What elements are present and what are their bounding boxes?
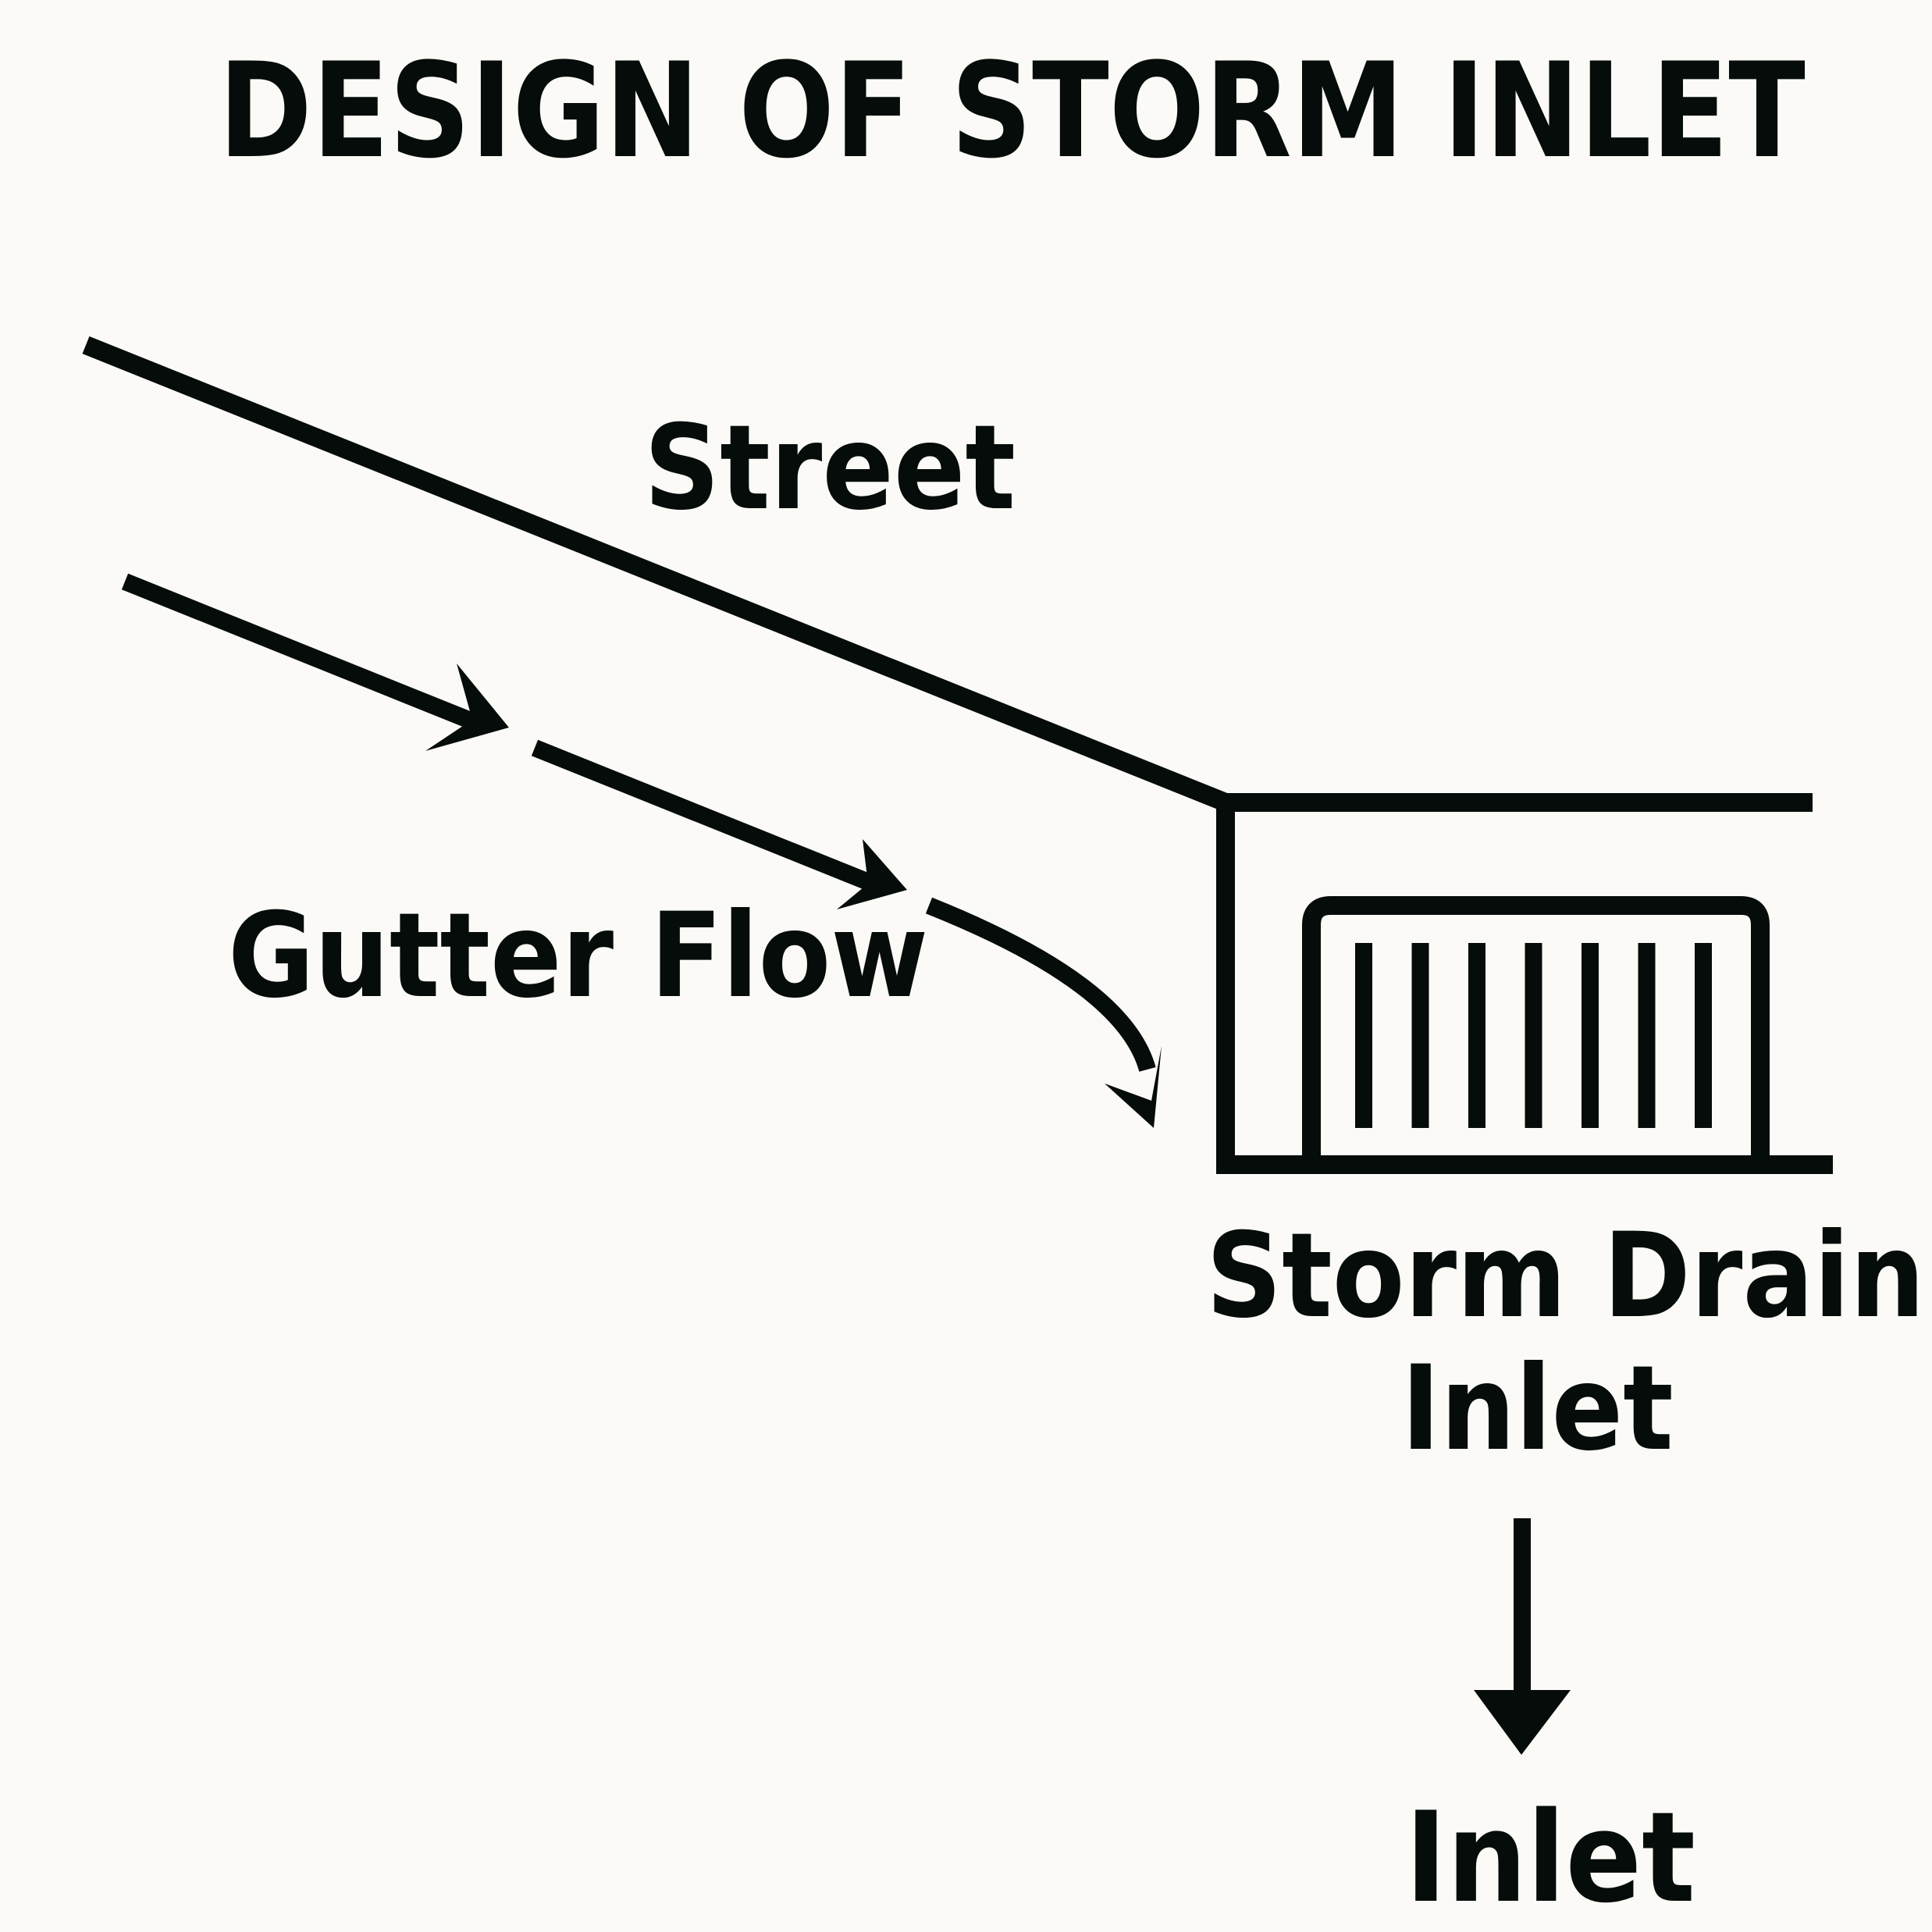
label-storm-drain: Storm Drain [1206, 1208, 1925, 1344]
gutter-flow-arrow-1 [121, 573, 509, 751]
grate-bar [1468, 943, 1485, 1128]
arrowhead-icon [837, 839, 907, 909]
grate-bar [1638, 943, 1656, 1128]
grate-bars [1355, 943, 1712, 1128]
grate-bar [1355, 943, 1372, 1128]
grate-bar [1411, 943, 1429, 1128]
arrow-down-icon [1474, 1690, 1571, 1755]
grate-bar [1582, 943, 1599, 1128]
down-arrow [1474, 1518, 1571, 1755]
storm-drain-grate-frame [1302, 896, 1770, 1165]
arrowhead-icon [425, 664, 509, 751]
gutter-flow-arrow-3 [925, 897, 1162, 1128]
arrowhead-icon [1105, 1046, 1162, 1128]
label-street: Street [644, 400, 1016, 536]
grate-bar [1525, 943, 1542, 1128]
diagram-title: DESIGN OF STORM INLET [219, 34, 1806, 187]
label-storm-drain-inlet: Inlet [1401, 1341, 1674, 1477]
label-inlet: Inlet [1405, 1784, 1695, 1930]
grate-bar [1695, 943, 1712, 1128]
curb-line [1216, 802, 1833, 1174]
gutter-flow-arrow-2 [531, 739, 907, 909]
label-gutter-flow: Gutter Flow [228, 888, 929, 1024]
